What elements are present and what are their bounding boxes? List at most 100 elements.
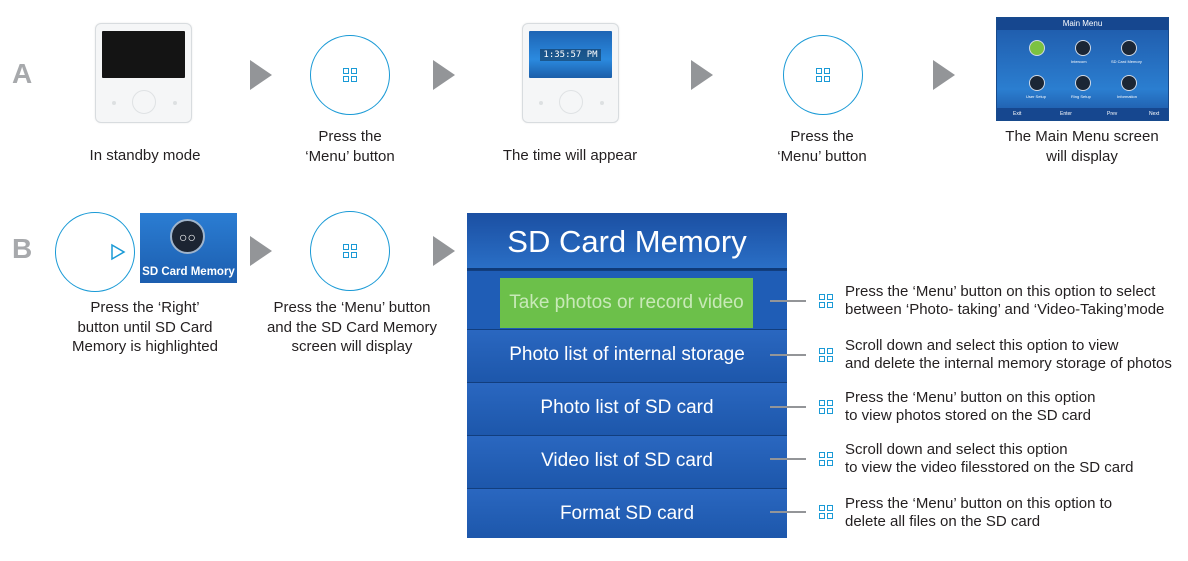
camera-icon: [1029, 40, 1045, 56]
intercom-screen-clock: 1:35:57 PM: [529, 31, 612, 78]
footer-enter: Enter: [1060, 111, 1072, 117]
caption-press-menu-2: Press the ‘Menu’ button: [752, 127, 892, 166]
description-line: Scroll down and select this option: [845, 441, 1068, 458]
arrow-right-icon: [691, 60, 713, 90]
arrow-right-icon: [433, 60, 455, 90]
description-line: between ‘Photo- taking’ and ‘Video-Takin…: [845, 301, 1165, 318]
sd-option-label: Photo list of internal storage: [509, 344, 745, 365]
connector-line: [770, 300, 806, 302]
menu-icon: [819, 400, 833, 414]
caption-line: Press the ‘Right’: [90, 299, 200, 316]
menu-button[interactable]: [310, 211, 390, 291]
main-menu-title: Main Menu: [997, 18, 1168, 30]
right-arrow-icon: [111, 243, 126, 261]
row-b-label: B: [12, 233, 33, 264]
sd-card-memory-screen: SD Card Memory Take photos or record vid…: [467, 213, 787, 538]
sd-screen-title: SD Card Memory: [467, 213, 787, 270]
arrow-right-icon: [933, 60, 955, 90]
caption-press-menu-1: Press the ‘Menu’ button: [280, 127, 420, 166]
caption-line: screen will display: [291, 338, 413, 355]
caption-press-menu-sd: Press the ‘Menu’ button and the SD Card …: [262, 298, 442, 357]
description-line: to view the video filesstored on the SD …: [845, 459, 1134, 476]
thumbnail-label: SD Card Memory: [142, 266, 235, 278]
main-menu-footer: Exit Enter Prev Next: [997, 108, 1168, 120]
caption-time: The time will appear: [502, 147, 638, 164]
main-menu-item: SD Card Memory: [1111, 59, 1142, 64]
sd-option-format-sd[interactable]: Format SD card: [467, 488, 787, 538]
sd-option-label: Format SD card: [559, 503, 695, 524]
description-line: Scroll down and select this option to vi…: [845, 337, 1119, 354]
main-menu-item: User Setup: [1026, 94, 1047, 99]
main-menu-item: Intercom: [1071, 59, 1087, 64]
intercom-standby: [95, 23, 192, 123]
caption-line: Press the ‘Menu’ button: [273, 299, 431, 316]
sd-option-photo-list-sd[interactable]: Photo list of SD card: [467, 382, 787, 435]
menu-icon: [816, 68, 830, 82]
caption-line: Press the: [318, 128, 382, 145]
right-button[interactable]: [55, 212, 135, 292]
camera-icon: ○○: [170, 219, 205, 254]
sd-card-icon: [1121, 40, 1137, 56]
sd-option-label: Photo list of SD card: [540, 397, 714, 418]
intercom-screen-off: [102, 31, 185, 78]
menu-button[interactable]: [310, 35, 390, 115]
caption-line: Press the: [790, 128, 854, 145]
description-line: Press the ‘Menu’ button on this option: [845, 389, 1096, 406]
connector-line: [770, 458, 806, 460]
menu-button[interactable]: [783, 35, 863, 115]
connector-line: [770, 406, 806, 408]
arrow-right-icon: [433, 236, 455, 266]
sd-option-video-list-sd[interactable]: Video list of SD card: [467, 435, 787, 488]
ring-setup-icon: [1075, 75, 1091, 91]
clock-time: 1:35:57 PM: [540, 48, 601, 61]
main-menu-item: Ring Setup: [1071, 94, 1091, 99]
caption-line: The Main Menu screen: [1005, 128, 1159, 145]
description-line: to view photos stored on the SD card: [845, 407, 1091, 424]
description-line: delete all files on the SD card: [845, 513, 1041, 530]
connector-line: [770, 354, 806, 356]
sd-option-label: Take photos or record video: [500, 278, 753, 328]
caption-line: will display: [1046, 147, 1118, 165]
sd-option-photo-list-internal[interactable]: Photo list of internal storage: [467, 329, 787, 382]
menu-icon: [343, 68, 357, 82]
caption-main-menu: The Main Menu screen will display: [997, 127, 1167, 166]
footer-exit: Exit: [1013, 111, 1022, 117]
description-format-sd: Press the ‘Menu’ button on this option t…: [845, 495, 1112, 531]
row-a-label: A: [12, 58, 33, 89]
arrow-right-icon: [250, 60, 272, 90]
description-line: Press the ‘Menu’ button on this option t…: [845, 495, 1113, 512]
intercom-icon: [1075, 40, 1091, 56]
caption-press-right: Press the ‘Right’ button until SD Card M…: [55, 298, 235, 357]
menu-icon: [343, 244, 357, 258]
caption-line: ‘Menu’ button: [305, 147, 395, 165]
sd-option-label: Video list of SD card: [541, 450, 713, 471]
menu-icon: [819, 505, 833, 519]
caption-line: ‘Menu’ button: [777, 147, 867, 165]
sd-card-memory-thumbnail: ○○ SD Card Memory: [140, 213, 237, 283]
arrow-right-icon: [250, 236, 272, 266]
connector-line: [770, 511, 806, 513]
description-photo-list-internal: Scroll down and select this option to vi…: [845, 337, 1172, 373]
caption-standby: In standby mode: [89, 147, 201, 164]
menu-icon: [819, 294, 833, 308]
caption-line: button until SD Card: [77, 318, 213, 336]
description-video-list-sd: Scroll down and select this option to vi…: [845, 441, 1134, 477]
footer-next: Next: [1149, 111, 1160, 117]
caption-line: Memory is highlighted: [72, 338, 218, 355]
intercom-nav-pad: [131, 90, 156, 114]
user-setup-icon: [1029, 75, 1045, 91]
description-line: and delete the internal memory storage o…: [845, 355, 1172, 372]
menu-icon: [819, 452, 833, 466]
intercom-nav-pad: [558, 90, 583, 114]
information-icon: [1121, 75, 1137, 91]
footer-prev: Prev: [1107, 111, 1118, 117]
caption-line: and the SD Card Memory: [266, 318, 438, 336]
description-take-photos: Press the ‘Menu’ button on this option t…: [845, 283, 1164, 319]
sd-option-take-photos[interactable]: Take photos or record video: [467, 270, 787, 334]
main-menu-item: Information: [1117, 94, 1138, 99]
main-menu-screen: Main Menu Intercom SD Card Memory User S…: [996, 17, 1169, 121]
intercom-clock: 1:35:57 PM: [522, 23, 619, 123]
description-line: Press the ‘Menu’ button on this option t…: [845, 283, 1156, 300]
menu-icon: [819, 348, 833, 362]
description-photo-list-sd: Press the ‘Menu’ button on this option t…: [845, 389, 1095, 425]
